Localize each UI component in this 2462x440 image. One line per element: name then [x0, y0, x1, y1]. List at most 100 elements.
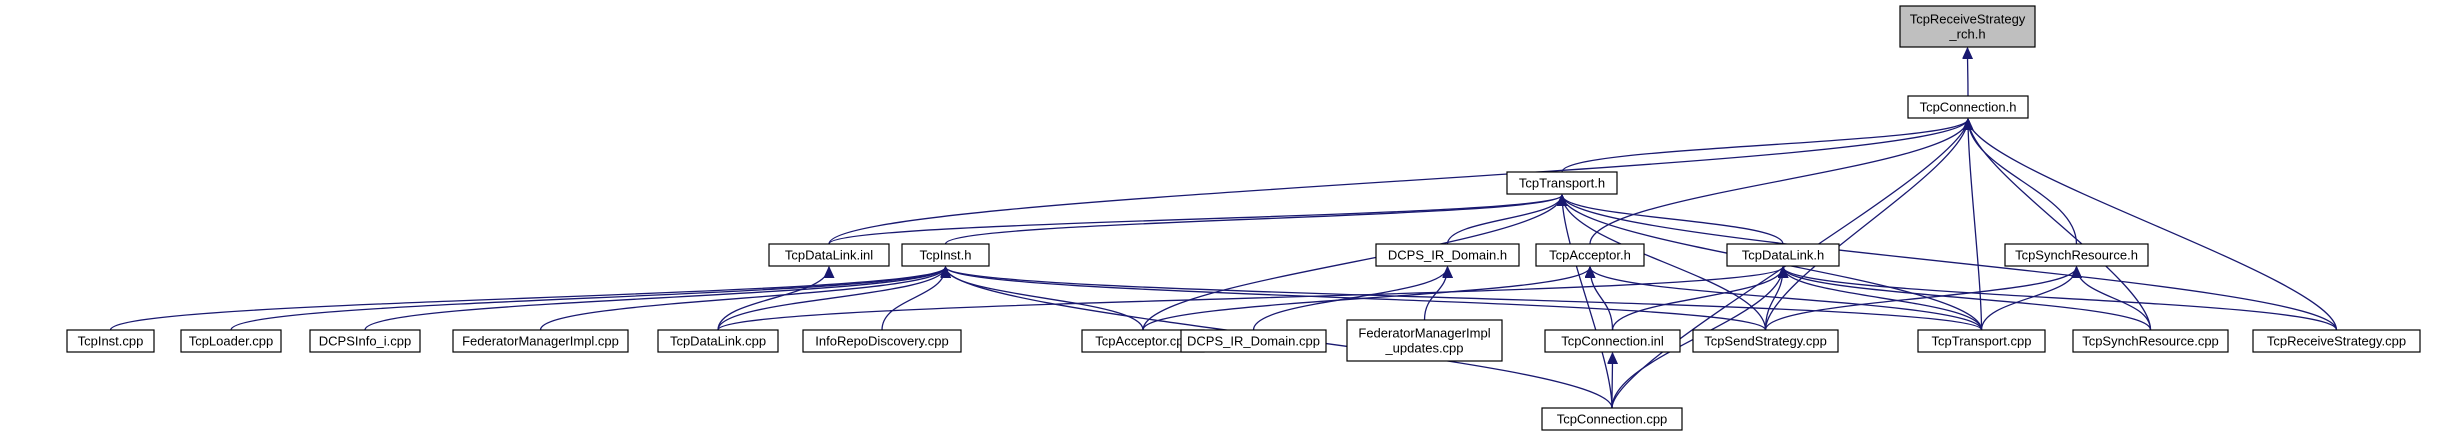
file-node-dl_c[interactable]: TcpDataLink.cpp	[657, 329, 779, 353]
file-node-conn_c[interactable]: TcpConnection.cpp	[1541, 407, 1683, 431]
dependency-edge-tr_c-to-inst_h	[946, 267, 1983, 331]
file-node-label: TcpReceiveStrategy	[1910, 12, 2026, 27]
file-node-acc_h[interactable]: TcpAcceptor.h	[1535, 243, 1645, 267]
dependency-edge-rs_c-to-dl_h	[1783, 267, 2338, 331]
file-node-label: TcpSendStrategy.cpp	[1704, 334, 1827, 349]
file-node-tr_c[interactable]: TcpTransport.cpp	[1917, 329, 2046, 353]
file-node-acc_c[interactable]: TcpAcceptor.cpp	[1081, 329, 1205, 353]
file-node-box	[180, 329, 282, 353]
file-node-fmi_c[interactable]: FederatorManagerImpl.cpp	[452, 329, 629, 353]
dependency-edge-conn_h-to-rs_h	[1968, 48, 1969, 97]
file-node-dl_h[interactable]: TcpDataLink.h	[1726, 243, 1840, 267]
dependency-edge-ss_c-to-tr_h	[1562, 195, 1767, 331]
dependency-edge-sr_c-to-conn_h	[1968, 119, 2152, 331]
dependency-edge-line	[828, 195, 1562, 245]
file-node-rs_c[interactable]: TcpReceiveStrategy.cpp	[2252, 329, 2421, 353]
dependency-edge-line	[1611, 267, 1784, 331]
file-node-label: TcpDataLink.inl	[785, 248, 873, 263]
dependency-edge-load_c-to-inst_h	[230, 267, 946, 331]
dependency-edge-inst_h-to-tr_h	[944, 195, 1563, 245]
file-node-fmiu_c[interactable]: FederatorManagerImpl_updates.cpp	[1346, 319, 1503, 362]
dependency-edge-inst_c-to-inst_h	[109, 267, 946, 331]
dependency-edge-line	[1252, 267, 1448, 331]
file-node-label: InfoRepoDiscovery.cpp	[815, 334, 948, 349]
file-node-sr_h[interactable]: TcpSynchResource.h	[2004, 243, 2149, 267]
file-node-label: TcpConnection.h	[1920, 100, 2017, 115]
dependency-edge-line	[1142, 267, 1590, 331]
file-node-label: TcpDataLink.h	[1742, 248, 1824, 263]
file-node-label: TcpConnection.inl	[1561, 334, 1664, 349]
file-node-box	[2072, 329, 2229, 353]
file-node-label: TcpSynchResource.h	[2015, 248, 2138, 263]
file-node-box	[309, 329, 421, 353]
file-node-ird_c[interactable]: InfoRepoDiscovery.cpp	[802, 329, 962, 353]
file-node-dl_inl[interactable]: TcpDataLink.inl	[768, 243, 890, 267]
dependency-edge-line	[1562, 195, 1784, 245]
file-node-label: TcpConnection.cpp	[1557, 412, 1668, 427]
file-node-box	[2252, 329, 2421, 353]
file-node-ss_c[interactable]: TcpSendStrategy.cpp	[1692, 329, 1839, 353]
file-node-sr_c[interactable]: TcpSynchResource.cpp	[2072, 329, 2229, 353]
dependency-edge-rs_c-to-conn_h	[1968, 119, 2338, 331]
dependency-edge-tr_h-to-conn_h	[1561, 119, 1968, 173]
dependency-edge-line	[1562, 195, 1767, 331]
dependency-edge-line	[1783, 267, 1983, 331]
dependency-edge-dinf_c-to-inst_h	[364, 267, 946, 331]
dependency-edge-line	[1783, 267, 2152, 331]
file-node-box	[452, 329, 629, 353]
file-node-box	[1899, 5, 2036, 48]
dependency-edge-sr_c-to-dl_h	[1783, 267, 2152, 331]
file-node-dcps_c[interactable]: DCPS_IR_Domain.cpp	[1180, 329, 1327, 353]
dependency-edge-line	[364, 267, 946, 331]
dependency-edge-sr_h-to-conn_h	[1968, 119, 2078, 245]
file-node-box	[1180, 329, 1327, 353]
file-node-box	[901, 243, 990, 267]
file-node-inst_c[interactable]: TcpInst.cpp	[66, 329, 155, 353]
file-node-tr_h[interactable]: TcpTransport.h	[1506, 171, 1618, 195]
dependency-edge-line	[230, 267, 946, 331]
dependency-edge-line	[828, 119, 1968, 245]
dependency-edge-line	[1968, 48, 1969, 97]
file-node-box	[1726, 243, 1840, 267]
file-node-label: TcpTransport.h	[1519, 176, 1605, 191]
dependency-edge-dl_inl-to-conn_h	[828, 119, 1968, 245]
file-node-inst_h[interactable]: TcpInst.h	[901, 243, 990, 267]
dependency-edge-line	[944, 195, 1563, 245]
file-node-label: DCPS_IR_Domain.cpp	[1187, 334, 1320, 349]
file-node-box	[1907, 95, 2029, 119]
file-node-conn_i[interactable]: TcpConnection.inl	[1544, 329, 1681, 353]
file-node-rs_h[interactable]: TcpReceiveStrategy_rch.h	[1899, 5, 2036, 48]
dependency-edge-line	[1561, 119, 1968, 173]
dependency-edge-line	[1783, 267, 2338, 331]
dependency-edge-dl_h-to-tr_h	[1562, 195, 1784, 245]
dependency-edge-line	[1764, 119, 1969, 331]
file-node-label: TcpAcceptor.cpp	[1095, 334, 1190, 349]
file-node-box	[1544, 329, 1681, 353]
dependency-edge-dl_c-to-dl_inl	[717, 267, 829, 331]
dependency-edge-conn_i-to-dl_h	[1611, 267, 1784, 331]
file-node-label: DCPS_IR_Domain.h	[1388, 248, 1507, 263]
file-node-load_c[interactable]: TcpLoader.cpp	[180, 329, 282, 353]
dependency-edge-tr_c-to-conn_h	[1968, 119, 1983, 331]
file-node-label: TcpDataLink.cpp	[670, 334, 766, 349]
dependency-edge-conn_c-to-tr_h	[1562, 195, 1613, 409]
dependency-edge-line	[1612, 353, 1613, 409]
file-node-label: DCPSInfo_i.cpp	[319, 334, 412, 349]
file-node-box	[66, 329, 155, 353]
dependency-edge-line	[109, 267, 946, 331]
file-node-dinf_c[interactable]: DCPSInfo_i.cpp	[309, 329, 421, 353]
file-node-conn_h[interactable]: TcpConnection.h	[1907, 95, 2029, 119]
dependency-edge-dl_inl-to-tr_h	[828, 195, 1562, 245]
dependency-edge-line	[1968, 119, 1983, 331]
dependency-edge-line	[1968, 119, 2078, 245]
dependency-edge-line	[1590, 267, 1983, 331]
dependency-edge-line	[717, 267, 829, 331]
file-node-dcps_h[interactable]: DCPS_IR_Domain.h	[1375, 243, 1520, 267]
file-node-box	[1375, 243, 1520, 267]
dependency-edge-acc_c-to-acc_h	[1142, 267, 1590, 331]
file-node-label: TcpInst.h	[919, 248, 971, 263]
file-node-label: TcpTransport.cpp	[1932, 334, 2032, 349]
dependency-edge-line	[1968, 119, 2338, 331]
dependency-edge-dcps_c-to-dcps_h	[1252, 267, 1448, 331]
